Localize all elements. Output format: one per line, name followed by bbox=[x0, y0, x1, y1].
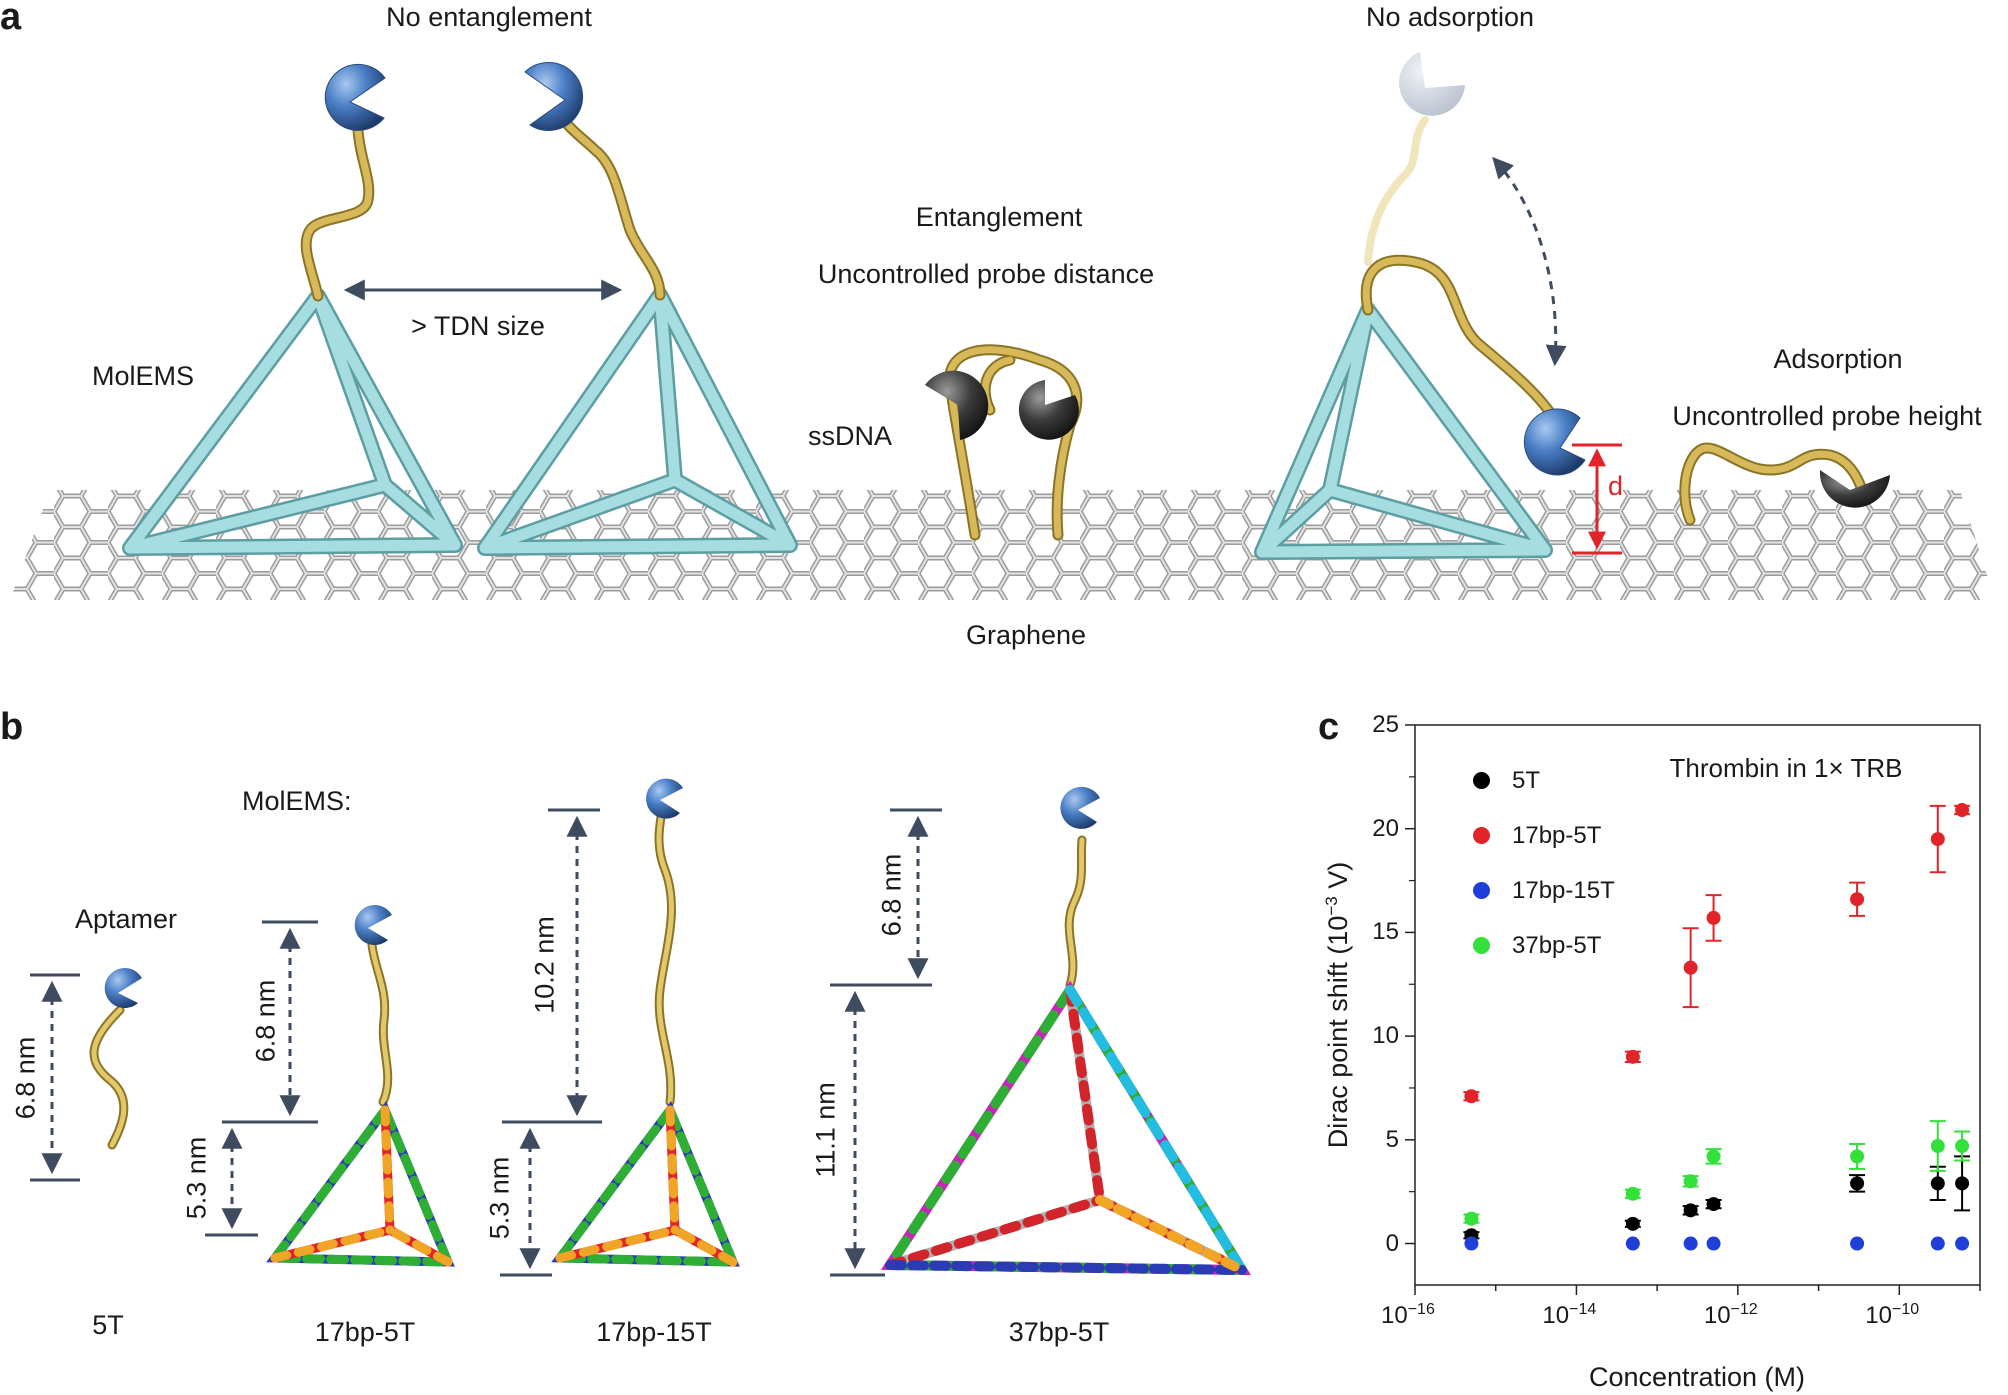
data-point bbox=[1850, 1176, 1865, 1191]
tetrahedron-2 bbox=[477, 287, 798, 556]
x-tick-label: 10−10 bbox=[1865, 1301, 1920, 1329]
data-point bbox=[1850, 1236, 1865, 1251]
probe-icons-a bbox=[324, 52, 1890, 508]
faded-strand bbox=[1364, 116, 1429, 266]
chart-marks bbox=[1463, 803, 1971, 1251]
legend-label: 5T bbox=[1512, 767, 1541, 794]
legend-item: 17bp-5T bbox=[1473, 822, 1601, 850]
dim-label-17bp-15t-bottom: 5.3 nm bbox=[484, 1156, 515, 1240]
structure-name-17bp-15t: 17bp-15T bbox=[596, 1317, 712, 1347]
plot-frame bbox=[1414, 724, 1981, 1286]
y-tick-label: 0 bbox=[1385, 1229, 1399, 1257]
data-point bbox=[1706, 1197, 1721, 1212]
data-point bbox=[1625, 1186, 1640, 1201]
y-tick-label: 25 bbox=[1372, 711, 1399, 738]
data-point bbox=[1706, 1149, 1721, 1164]
series-37bp-5T bbox=[1463, 1120, 1971, 1226]
data-point bbox=[1683, 1236, 1698, 1251]
label-no-entanglement: No entanglement bbox=[386, 2, 592, 32]
data-point bbox=[1930, 1236, 1945, 1251]
y-tick-label: 10 bbox=[1372, 1022, 1399, 1050]
label-uncontrolled-height: Uncontrolled probe height bbox=[1672, 401, 1982, 431]
panel-label-b: b bbox=[0, 706, 24, 748]
label-aptamer: Aptamer bbox=[74, 904, 178, 934]
x-tick-label: 10−16 bbox=[1381, 1301, 1435, 1329]
legend-label: 37bp-5T bbox=[1512, 932, 1602, 959]
x-tick-label: 10−12 bbox=[1703, 1301, 1758, 1329]
tetrahedron-3 bbox=[1254, 302, 1553, 560]
chart-panel-c bbox=[1405, 724, 1981, 1295]
dim-label-37bp-5t-top: 6.8 nm bbox=[876, 853, 907, 937]
tetrahedron-1 bbox=[122, 288, 463, 556]
data-point bbox=[1683, 1174, 1698, 1189]
legend-item: 5T bbox=[1473, 767, 1540, 795]
label-entanglement: Entanglement bbox=[915, 202, 1083, 232]
y-tick-label: 20 bbox=[1372, 814, 1399, 842]
label-d: d bbox=[1608, 471, 1624, 501]
label-graphene: Graphene bbox=[965, 620, 1087, 650]
data-point bbox=[1930, 1176, 1945, 1191]
chart-x-axis-label: Concentration (M) bbox=[1588, 1362, 1806, 1392]
data-point bbox=[1625, 1049, 1640, 1064]
legend-label: 17bp-15T bbox=[1512, 877, 1615, 904]
data-point bbox=[1464, 1236, 1479, 1251]
arrows-a bbox=[343, 156, 1622, 555]
dim-label-5t: 6.8 nm bbox=[10, 1036, 41, 1120]
data-point bbox=[1706, 910, 1721, 925]
legend-label: 17bp-5T bbox=[1512, 822, 1602, 849]
x-tick-label: 10−14 bbox=[1542, 1301, 1597, 1329]
dimension-lines-b bbox=[30, 808, 942, 1277]
data-point bbox=[1683, 960, 1698, 975]
label-adsorption: Adsorption bbox=[1773, 344, 1903, 374]
data-point bbox=[1706, 1236, 1721, 1251]
data-point bbox=[1955, 1236, 1970, 1251]
data-point bbox=[1850, 1149, 1865, 1164]
panel-b-structures bbox=[89, 778, 1252, 1276]
label-molems-a: MolEMS bbox=[92, 361, 195, 391]
legend-marker bbox=[1473, 772, 1490, 789]
data-point bbox=[1955, 1176, 1970, 1191]
structure-name-5t: 5T bbox=[92, 1310, 124, 1340]
data-point bbox=[1625, 1236, 1640, 1251]
legend-item: 37bp-5T bbox=[1473, 932, 1601, 960]
data-point bbox=[1955, 803, 1970, 818]
chart-y-axis-label: Dirac point shift (10−3 V) bbox=[1322, 861, 1353, 1149]
label-tdn-size: > TDN size bbox=[411, 311, 545, 341]
data-point bbox=[1850, 892, 1865, 907]
y-tick-label: 5 bbox=[1385, 1125, 1399, 1153]
x-ticks bbox=[1414, 1285, 1981, 1295]
structure-name-17bp-5t: 17bp-5T bbox=[314, 1317, 416, 1347]
legend-marker bbox=[1473, 937, 1490, 954]
data-point bbox=[1683, 1203, 1698, 1218]
data-point bbox=[1930, 1139, 1945, 1154]
y-ticks bbox=[1405, 724, 1415, 1245]
data-point bbox=[1930, 832, 1945, 847]
data-point bbox=[1955, 1139, 1970, 1154]
panel-label-a: a bbox=[0, 0, 22, 38]
dim-label-17bp-15t-top: 10.2 nm bbox=[529, 916, 560, 1014]
data-point bbox=[1625, 1216, 1640, 1231]
label-ssdna: ssDNA bbox=[808, 421, 893, 451]
legend-marker bbox=[1473, 882, 1490, 899]
series-17bp-5T bbox=[1463, 803, 1971, 1104]
data-point bbox=[1464, 1211, 1479, 1226]
legend-marker bbox=[1473, 827, 1490, 844]
structure-name-37bp-5t: 37bp-5T bbox=[1008, 1317, 1110, 1347]
chart-title: Thrombin in 1× TRB bbox=[1669, 753, 1903, 783]
series-5T bbox=[1463, 1155, 1971, 1243]
y-tick-label: 15 bbox=[1372, 918, 1399, 946]
panel-label-c: c bbox=[1318, 706, 1340, 748]
label-molems-b: MolEMS: bbox=[242, 786, 352, 816]
label-uncontrolled-distance: Uncontrolled probe distance bbox=[817, 259, 1155, 289]
label-no-adsorption: No adsorption bbox=[1365, 2, 1535, 32]
dim-label-17bp-5t-top: 6.8 nm bbox=[250, 979, 281, 1063]
dim-label-37bp-5t-bottom: 11.1 nm bbox=[810, 1082, 841, 1178]
legend-item: 17bp-15T bbox=[1473, 877, 1615, 905]
series-17bp-15T bbox=[1464, 1236, 1970, 1251]
data-point bbox=[1464, 1089, 1479, 1104]
dim-label-17bp-5t-bottom: 5.3 nm bbox=[181, 1136, 212, 1220]
